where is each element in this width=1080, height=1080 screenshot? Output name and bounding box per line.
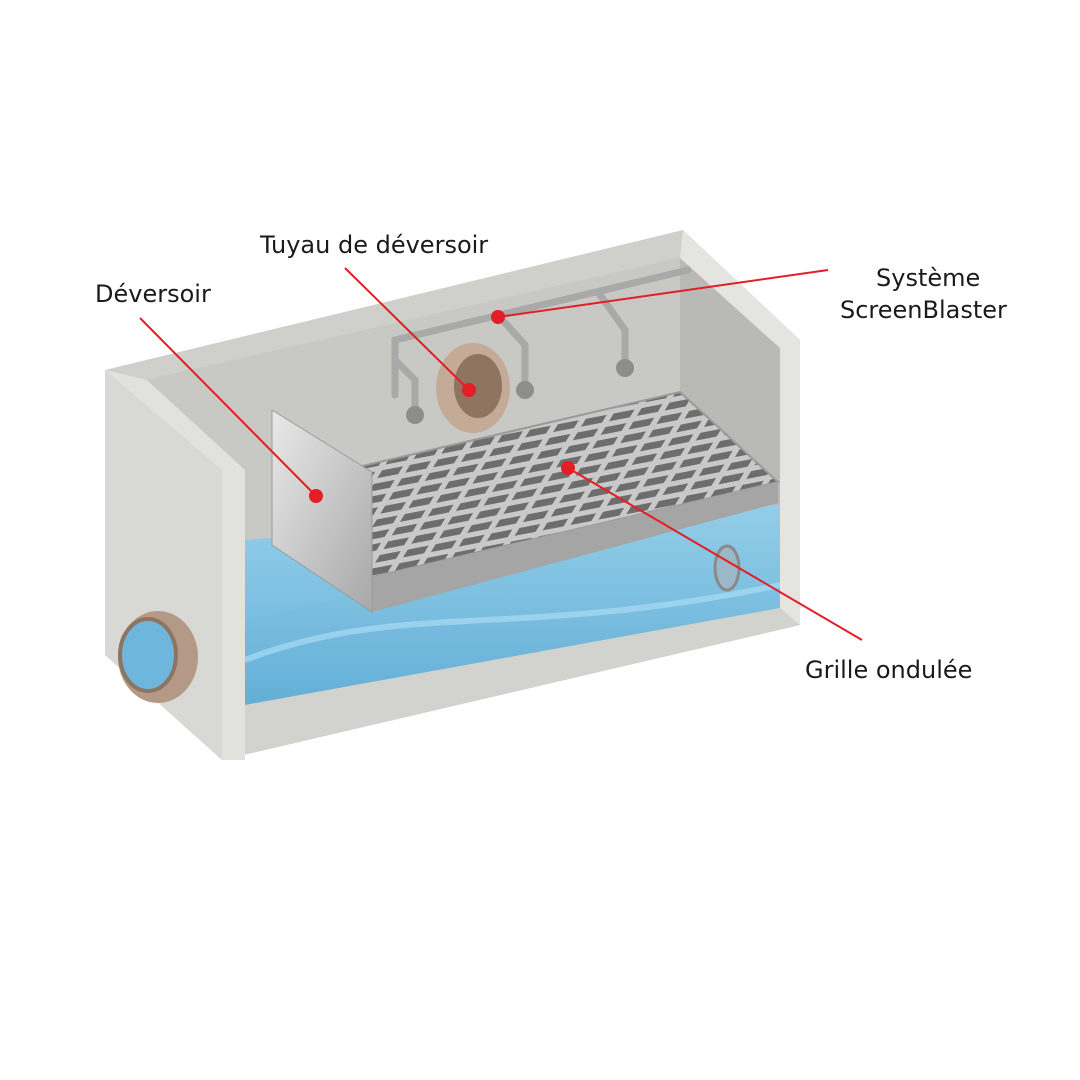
weir-plate bbox=[271, 409, 373, 613]
callout-dot-weir bbox=[309, 489, 323, 503]
weir-pipe-opening bbox=[454, 354, 502, 418]
callout-dot-weir-pipe bbox=[462, 383, 476, 397]
tank-floor bbox=[222, 608, 800, 760]
grate-front-edge bbox=[372, 482, 778, 612]
left-wall bbox=[105, 370, 245, 760]
callout-dot-screenblaster bbox=[491, 310, 505, 324]
label-weir-pipe: Tuyau de déversoir bbox=[260, 231, 489, 259]
inlet-pipe-opening bbox=[118, 617, 178, 693]
water-wave bbox=[243, 582, 781, 663]
outlet-pipe bbox=[713, 544, 741, 592]
label-screenblaster-line1: Système bbox=[876, 264, 981, 292]
spray-nozzles bbox=[406, 359, 634, 424]
right-wall bbox=[680, 230, 800, 625]
callout-lines bbox=[139, 267, 863, 641]
label-weir: Déversoir bbox=[95, 280, 211, 308]
screenblaster-system bbox=[391, 266, 692, 424]
label-grate: Grille ondulée bbox=[805, 656, 973, 684]
callout-dot-grate bbox=[561, 461, 575, 475]
label-screenblaster-line2: ScreenBlaster bbox=[840, 296, 1007, 324]
